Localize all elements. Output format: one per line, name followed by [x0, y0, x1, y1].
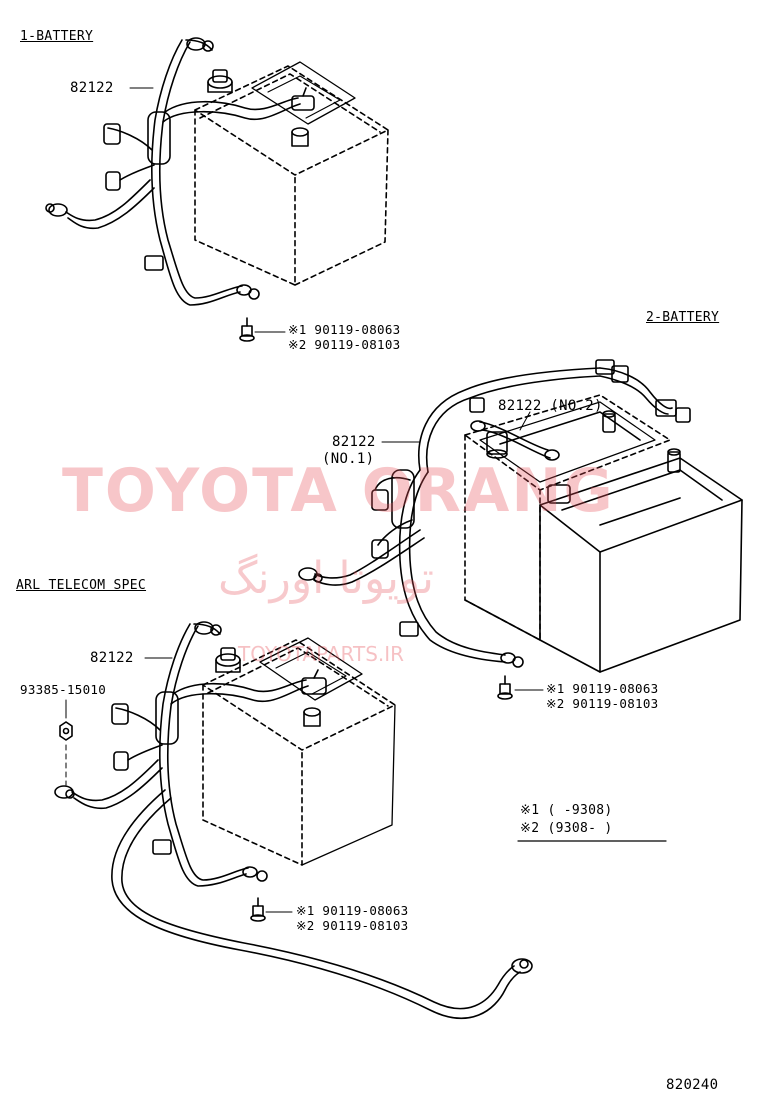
leaders-2battery: [381, 411, 544, 691]
part-label-82122-no2: 82122 (NO.2): [498, 398, 603, 414]
cable-telecom-long: [111, 789, 521, 1020]
cable-82122-arl: [71, 623, 309, 887]
battery-arl: [202, 637, 396, 866]
part-label-82122: 82122: [70, 80, 114, 96]
bolt-label-1: ※1 90119-08063: [296, 903, 409, 918]
bolt-label-1: ※1 90119-08063: [288, 322, 401, 337]
bolt-label-2: ※2 90119-08103: [288, 337, 401, 352]
cable-82122-no1: [313, 367, 673, 663]
bolt-label-2: ※2 90119-08103: [296, 918, 409, 933]
leaders-1battery: [129, 87, 286, 333]
cable-lugs-1battery: [45, 37, 260, 300]
battery-2-front: [539, 457, 743, 673]
nut-93385: [59, 699, 73, 786]
cable-82122-1battery: [65, 39, 301, 306]
cable-lugs-arl: [54, 621, 533, 974]
figure-number: 820240: [666, 1077, 719, 1093]
bolt-label-2: ※2 90119-08103: [546, 696, 659, 711]
cable-82122-no2: [470, 420, 560, 461]
part-label-82122: 82122: [90, 650, 134, 666]
bolt-1battery: [239, 317, 255, 342]
battery-1: [194, 61, 389, 286]
leaders-arl: [144, 657, 293, 913]
legend-note-1: ※1 ( -9308): [520, 803, 613, 818]
part-label-82122-no1: 82122: [332, 434, 376, 450]
section-title-1-battery: 1-BATTERY: [20, 29, 94, 44]
bolt-2battery: [497, 675, 513, 700]
section-title-arl-telecom: ARL TELECOM SPEC: [16, 578, 147, 593]
section-title-2-battery: 2-BATTERY: [646, 310, 720, 325]
part-label-no1-tag: (NO.1): [322, 451, 375, 467]
battery-arl-terminals: [215, 647, 327, 727]
bolt-label-1: ※1 90119-08063: [546, 681, 659, 696]
cable-lugs-2battery: [298, 359, 691, 668]
battery-2-terminals: [486, 410, 681, 504]
legend-note-2: ※2 (9308- ): [520, 821, 613, 836]
bolt-arl: [250, 897, 266, 922]
battery-1-terminals: [207, 69, 315, 147]
part-label-93385-15010: 93385-15010: [20, 682, 107, 697]
